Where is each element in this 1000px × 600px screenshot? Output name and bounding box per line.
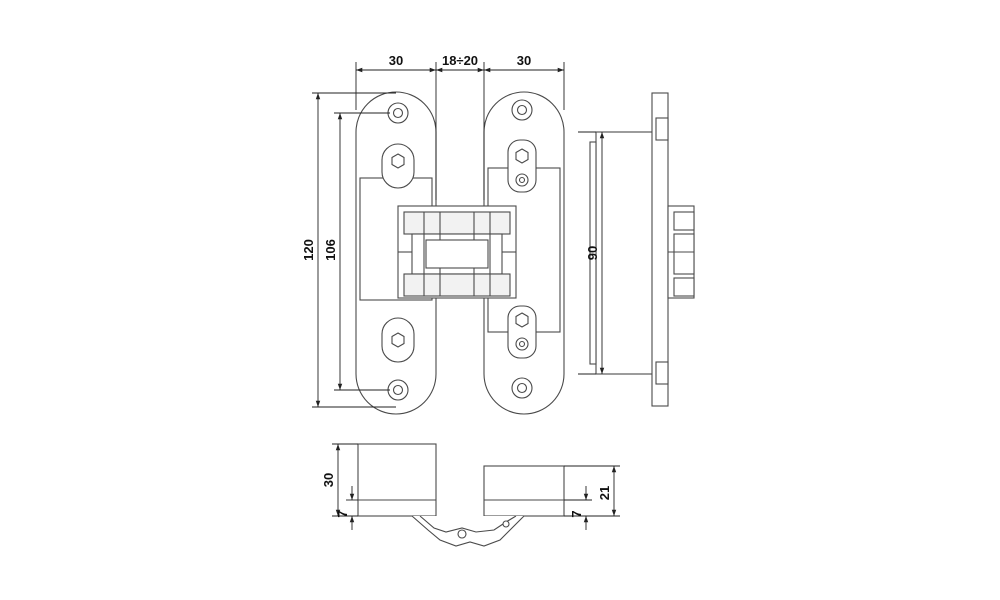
dim-bottom-offset-right: 7 — [569, 510, 584, 517]
dim-height-holes: 106 — [323, 239, 338, 261]
side-view — [589, 92, 695, 407]
right-leaf — [483, 91, 565, 415]
dimension-lines — [312, 62, 620, 530]
dim-bottom-offset-left: 7 — [335, 510, 350, 517]
bottom-view — [357, 443, 565, 547]
dim-bottom-depth: 30 — [321, 473, 336, 487]
dim-side-height: 90 — [585, 246, 600, 260]
hinge-mechanism — [397, 205, 517, 299]
dim-width-left: 30 — [389, 53, 403, 68]
dim-bottom-depth-right: 21 — [597, 486, 612, 500]
front-view — [355, 91, 565, 415]
dim-width-right: 30 — [517, 53, 531, 68]
dim-gap: 18÷20 — [442, 53, 478, 68]
dim-height-overall: 120 — [301, 239, 316, 261]
